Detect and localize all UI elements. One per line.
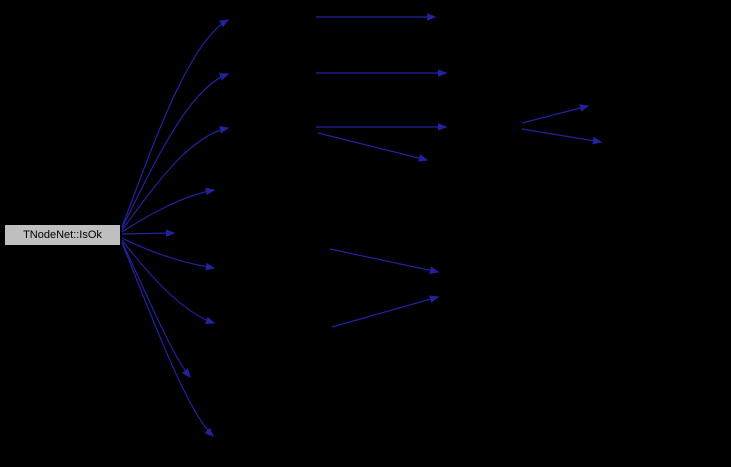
call-edge [521, 128, 603, 145]
node-label: TNodeNet::IsOk [23, 228, 102, 241]
call-edge [317, 132, 429, 162]
call-edge [121, 125, 230, 231]
call-edge [121, 19, 230, 228]
call-edge [331, 295, 440, 328]
call-edge [121, 73, 230, 229]
call-edge [329, 248, 440, 275]
call-edge [121, 237, 216, 271]
call-edge [521, 104, 590, 124]
node-tnodenet-isok[interactable]: TNodeNet::IsOk [4, 224, 121, 246]
call-edge [121, 187, 216, 233]
call-edge [121, 229, 176, 237]
call-edge [121, 239, 216, 324]
call-edge [121, 241, 191, 379]
call-edge [121, 242, 215, 438]
